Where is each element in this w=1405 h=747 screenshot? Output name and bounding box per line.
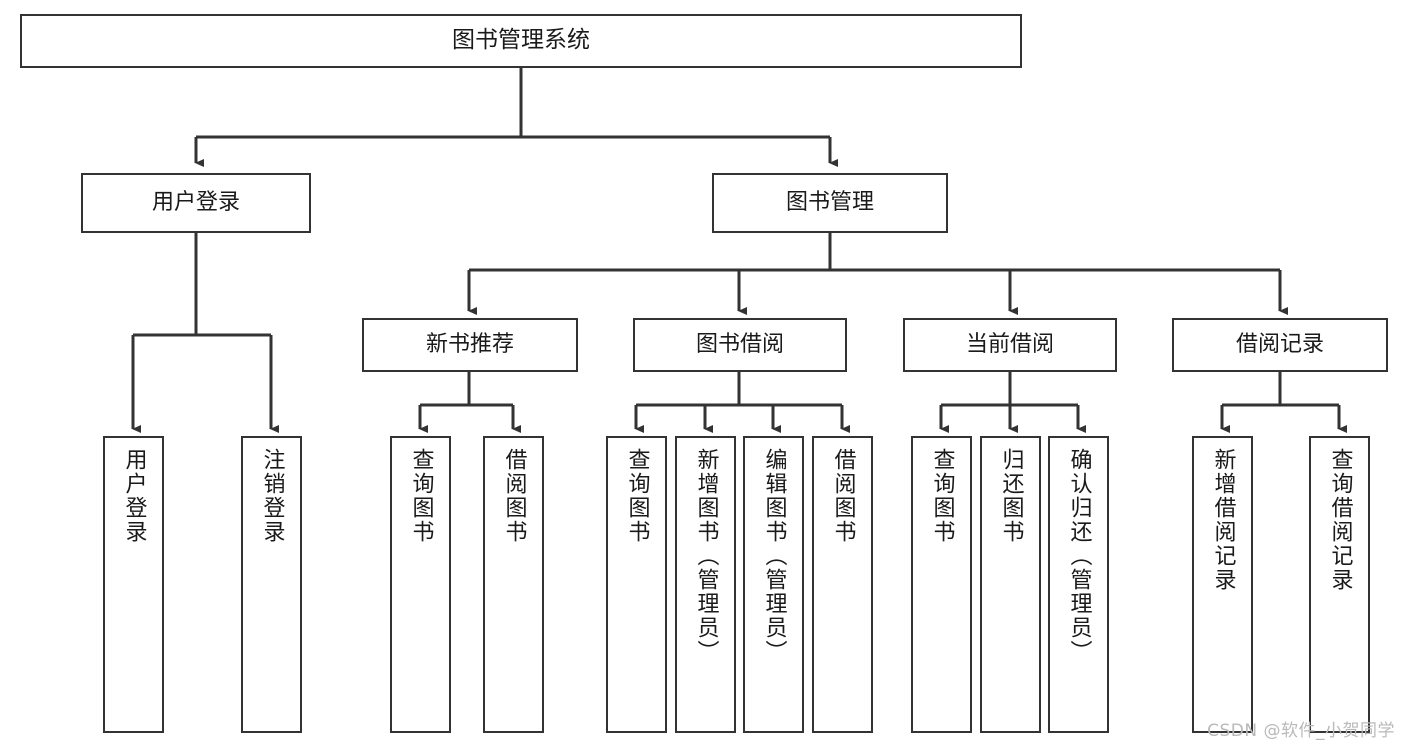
node-label: 图书借阅 [695,332,784,358]
node-leaf-edit-book[interactable]: 编辑图书（管理员） [743,436,804,733]
node-label: 查询借阅记录 [1327,448,1353,592]
node-leaf-logout[interactable]: 注销登录 [241,436,302,733]
node-label: 查询图书 [624,448,650,544]
node-leaf-user-login[interactable]: 用户登录 [103,436,164,733]
node-leaf-add-book[interactable]: 新增图书（管理员） [675,436,736,733]
node-label: 查询图书 [408,448,434,544]
watermark-text: CSDN @软件_小贺同学 [1207,721,1395,741]
node-leaf-query-book-2[interactable]: 查询图书 [606,436,667,733]
node-borrow-record[interactable]: 借阅记录 [1172,318,1388,372]
node-leaf-query-book-3[interactable]: 查询图书 [911,436,972,733]
node-new-book-recommend[interactable]: 新书推荐 [362,318,578,372]
node-book-manage[interactable]: 图书管理 [712,173,948,233]
node-label: 当前借阅 [965,332,1054,358]
node-label: 查询图书 [929,448,955,544]
node-label: 新书推荐 [425,332,514,358]
node-label: 新增图书（管理员） [693,448,719,664]
node-book-borrow[interactable]: 图书借阅 [633,318,847,372]
node-label: 归还图书 [998,448,1024,544]
node-label: 图书管理系统 [452,27,590,54]
node-leaf-borrow-book-2[interactable]: 借阅图书 [812,436,873,733]
node-label: 新增借阅记录 [1210,448,1236,592]
node-label: 用户登录 [151,190,240,216]
node-root-system[interactable]: 图书管理系统 [20,14,1022,68]
node-label: 图书管理 [785,190,874,216]
node-label: 注销登录 [259,448,285,544]
node-label: 借阅图书 [830,448,856,544]
node-leaf-return-book[interactable]: 归还图书 [980,436,1041,733]
node-label: 确认归还（管理员） [1066,448,1092,664]
node-leaf-query-record[interactable]: 查询借阅记录 [1309,436,1370,733]
node-label: 编辑图书（管理员） [761,448,787,664]
node-leaf-confirm-return[interactable]: 确认归还（管理员） [1048,436,1109,733]
node-label: 用户登录 [121,448,147,544]
node-leaf-borrow-book-1[interactable]: 借阅图书 [483,436,544,733]
node-user-login[interactable]: 用户登录 [81,173,311,233]
node-label: 借阅图书 [501,448,527,544]
node-leaf-query-book-1[interactable]: 查询图书 [390,436,451,733]
node-current-borrow[interactable]: 当前借阅 [903,318,1117,372]
node-leaf-add-record[interactable]: 新增借阅记录 [1192,436,1253,733]
node-label: 借阅记录 [1235,332,1324,358]
